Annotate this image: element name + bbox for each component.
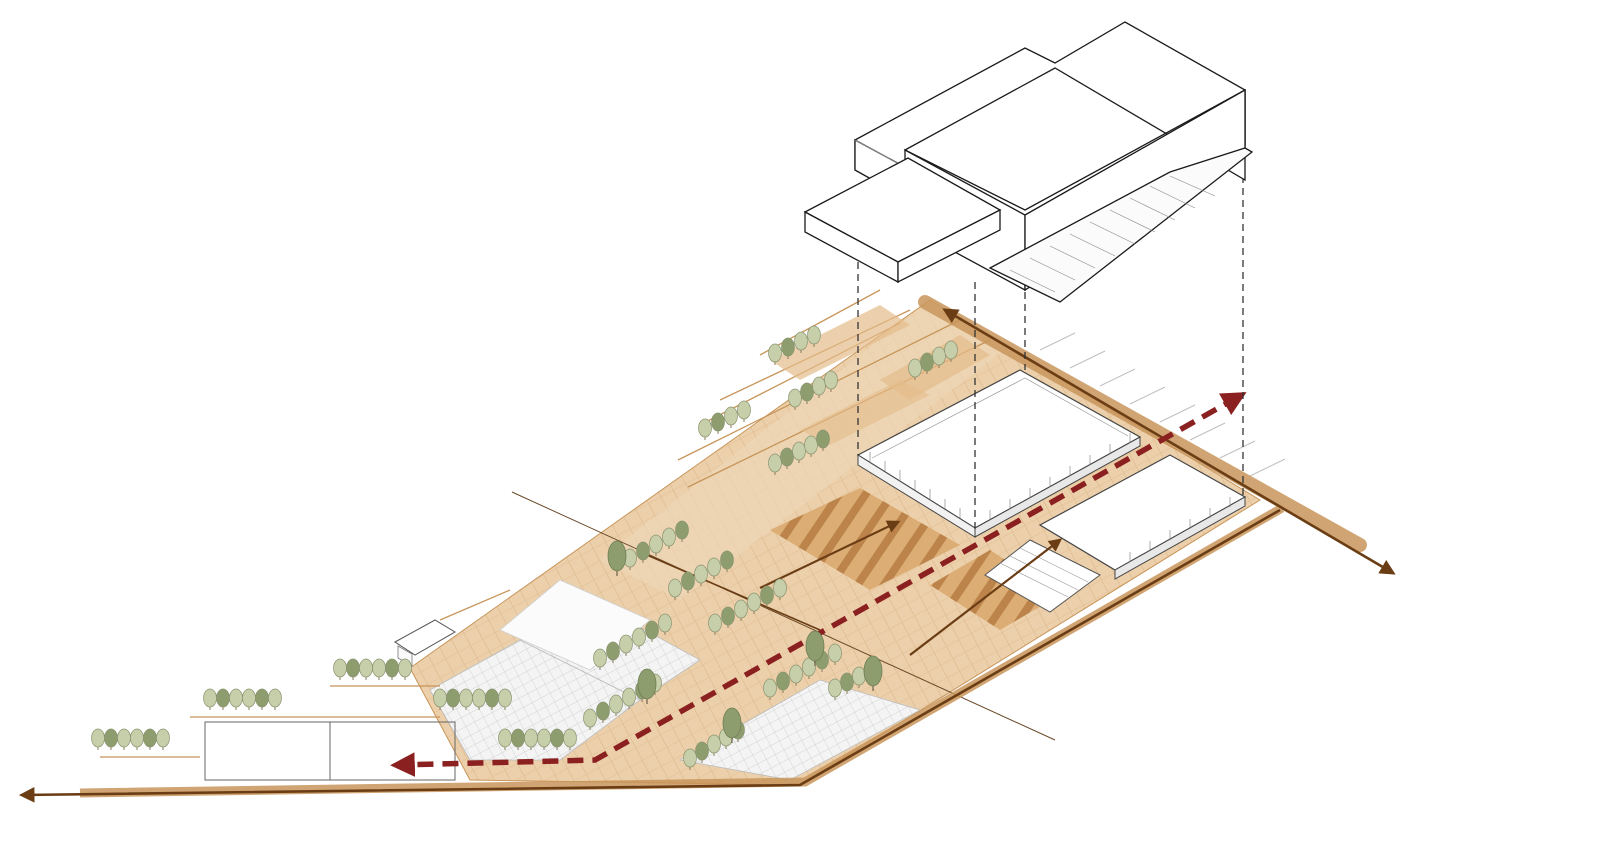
tree bbox=[668, 578, 682, 600]
tree bbox=[268, 688, 282, 710]
projection-lines bbox=[857, 152, 1244, 530]
tree bbox=[812, 376, 826, 398]
tree bbox=[781, 337, 795, 359]
tree bbox=[645, 620, 659, 642]
tree bbox=[920, 352, 934, 374]
tree bbox=[130, 728, 144, 750]
tree bbox=[707, 557, 721, 579]
tree bbox=[563, 728, 577, 750]
tree bbox=[708, 613, 722, 635]
tree bbox=[333, 658, 347, 680]
tree bbox=[789, 664, 803, 686]
tree bbox=[747, 592, 761, 614]
tree bbox=[681, 571, 695, 593]
tree bbox=[763, 678, 777, 700]
tree bbox=[104, 728, 118, 750]
tree bbox=[944, 340, 958, 362]
tree bbox=[908, 358, 922, 380]
tree bbox=[824, 370, 838, 392]
tree bbox=[662, 527, 676, 549]
tree bbox=[143, 728, 157, 750]
tree bbox=[359, 658, 373, 680]
tree bbox=[773, 578, 787, 600]
tree-large bbox=[607, 540, 627, 576]
tree bbox=[840, 672, 854, 694]
tree bbox=[721, 606, 735, 628]
tree bbox=[156, 728, 170, 750]
tree bbox=[498, 688, 512, 710]
tree bbox=[446, 688, 460, 710]
tree bbox=[622, 687, 636, 709]
tree bbox=[780, 447, 794, 469]
tree bbox=[649, 534, 663, 556]
tree bbox=[203, 688, 217, 710]
tree bbox=[794, 331, 808, 353]
tree bbox=[711, 412, 725, 434]
tree bbox=[707, 734, 721, 756]
tree bbox=[768, 343, 782, 365]
tree bbox=[658, 613, 672, 635]
tree bbox=[695, 741, 709, 763]
tree bbox=[804, 435, 818, 457]
tree bbox=[734, 599, 748, 621]
tree bbox=[606, 641, 620, 663]
upper-building bbox=[803, 21, 1254, 303]
tree bbox=[346, 658, 360, 680]
tree bbox=[619, 634, 633, 656]
tree bbox=[802, 657, 816, 679]
tree bbox=[800, 382, 814, 404]
tree bbox=[91, 728, 105, 750]
tree bbox=[788, 388, 802, 410]
main-route-arrow bbox=[390, 392, 1247, 777]
tree bbox=[636, 541, 650, 563]
tree bbox=[724, 406, 738, 428]
tree bbox=[385, 658, 399, 680]
tree bbox=[768, 453, 782, 475]
tree bbox=[398, 658, 412, 680]
tree bbox=[737, 400, 751, 422]
tree bbox=[675, 520, 689, 542]
tree bbox=[550, 728, 564, 750]
tree bbox=[776, 671, 790, 693]
tree bbox=[828, 643, 842, 665]
tree bbox=[698, 418, 712, 440]
tree-large bbox=[805, 630, 825, 666]
tree bbox=[683, 748, 697, 770]
tree bbox=[229, 688, 243, 710]
tree bbox=[372, 658, 386, 680]
tree bbox=[760, 585, 774, 607]
tree bbox=[807, 325, 821, 347]
tree bbox=[792, 441, 806, 463]
stair-hatching bbox=[1009, 175, 1216, 293]
tree bbox=[242, 688, 256, 710]
tree bbox=[932, 346, 946, 368]
tree bbox=[596, 701, 610, 723]
tree bbox=[255, 688, 269, 710]
tree-large bbox=[722, 707, 742, 743]
tree bbox=[583, 708, 597, 730]
tree bbox=[216, 688, 230, 710]
tree-large bbox=[637, 668, 657, 704]
tree bbox=[609, 694, 623, 716]
tree-large bbox=[863, 655, 883, 691]
parcel-outline bbox=[204, 721, 456, 781]
tree bbox=[632, 627, 646, 649]
tree bbox=[593, 648, 607, 670]
tree bbox=[828, 678, 842, 700]
tree bbox=[720, 550, 734, 572]
tree bbox=[816, 429, 830, 451]
tree bbox=[117, 728, 131, 750]
tree-group bbox=[91, 325, 958, 770]
tree bbox=[694, 564, 708, 586]
